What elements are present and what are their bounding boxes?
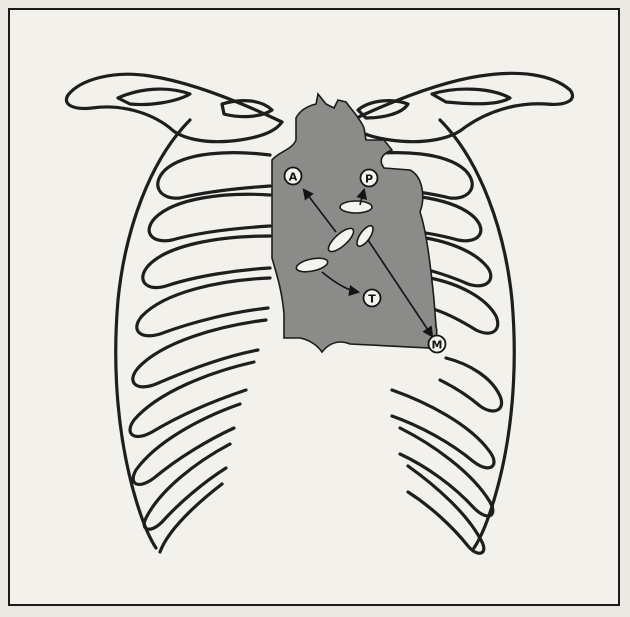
right-clavicle: [348, 73, 573, 141]
mitral-label: M: [432, 339, 443, 352]
right-second-rib-hole: [358, 101, 408, 118]
pulmonic-valve: [340, 201, 372, 213]
tricuspid-label: T: [368, 293, 376, 306]
heart-silhouette: [272, 94, 437, 352]
left-first-rib-hole: [118, 89, 190, 104]
right-first-rib-hole: [432, 89, 510, 104]
left-second-rib-hole: [222, 101, 272, 117]
tricuspid-point: T: [364, 290, 381, 307]
left-clavicle: [66, 74, 282, 141]
pulmonic-point: P: [361, 170, 378, 187]
left-ribs: [116, 120, 270, 552]
mitral-point: M: [429, 336, 446, 353]
pulmonic-label: P: [365, 173, 373, 186]
aortic-label: A: [289, 171, 298, 184]
aortic-point: A: [285, 168, 302, 185]
